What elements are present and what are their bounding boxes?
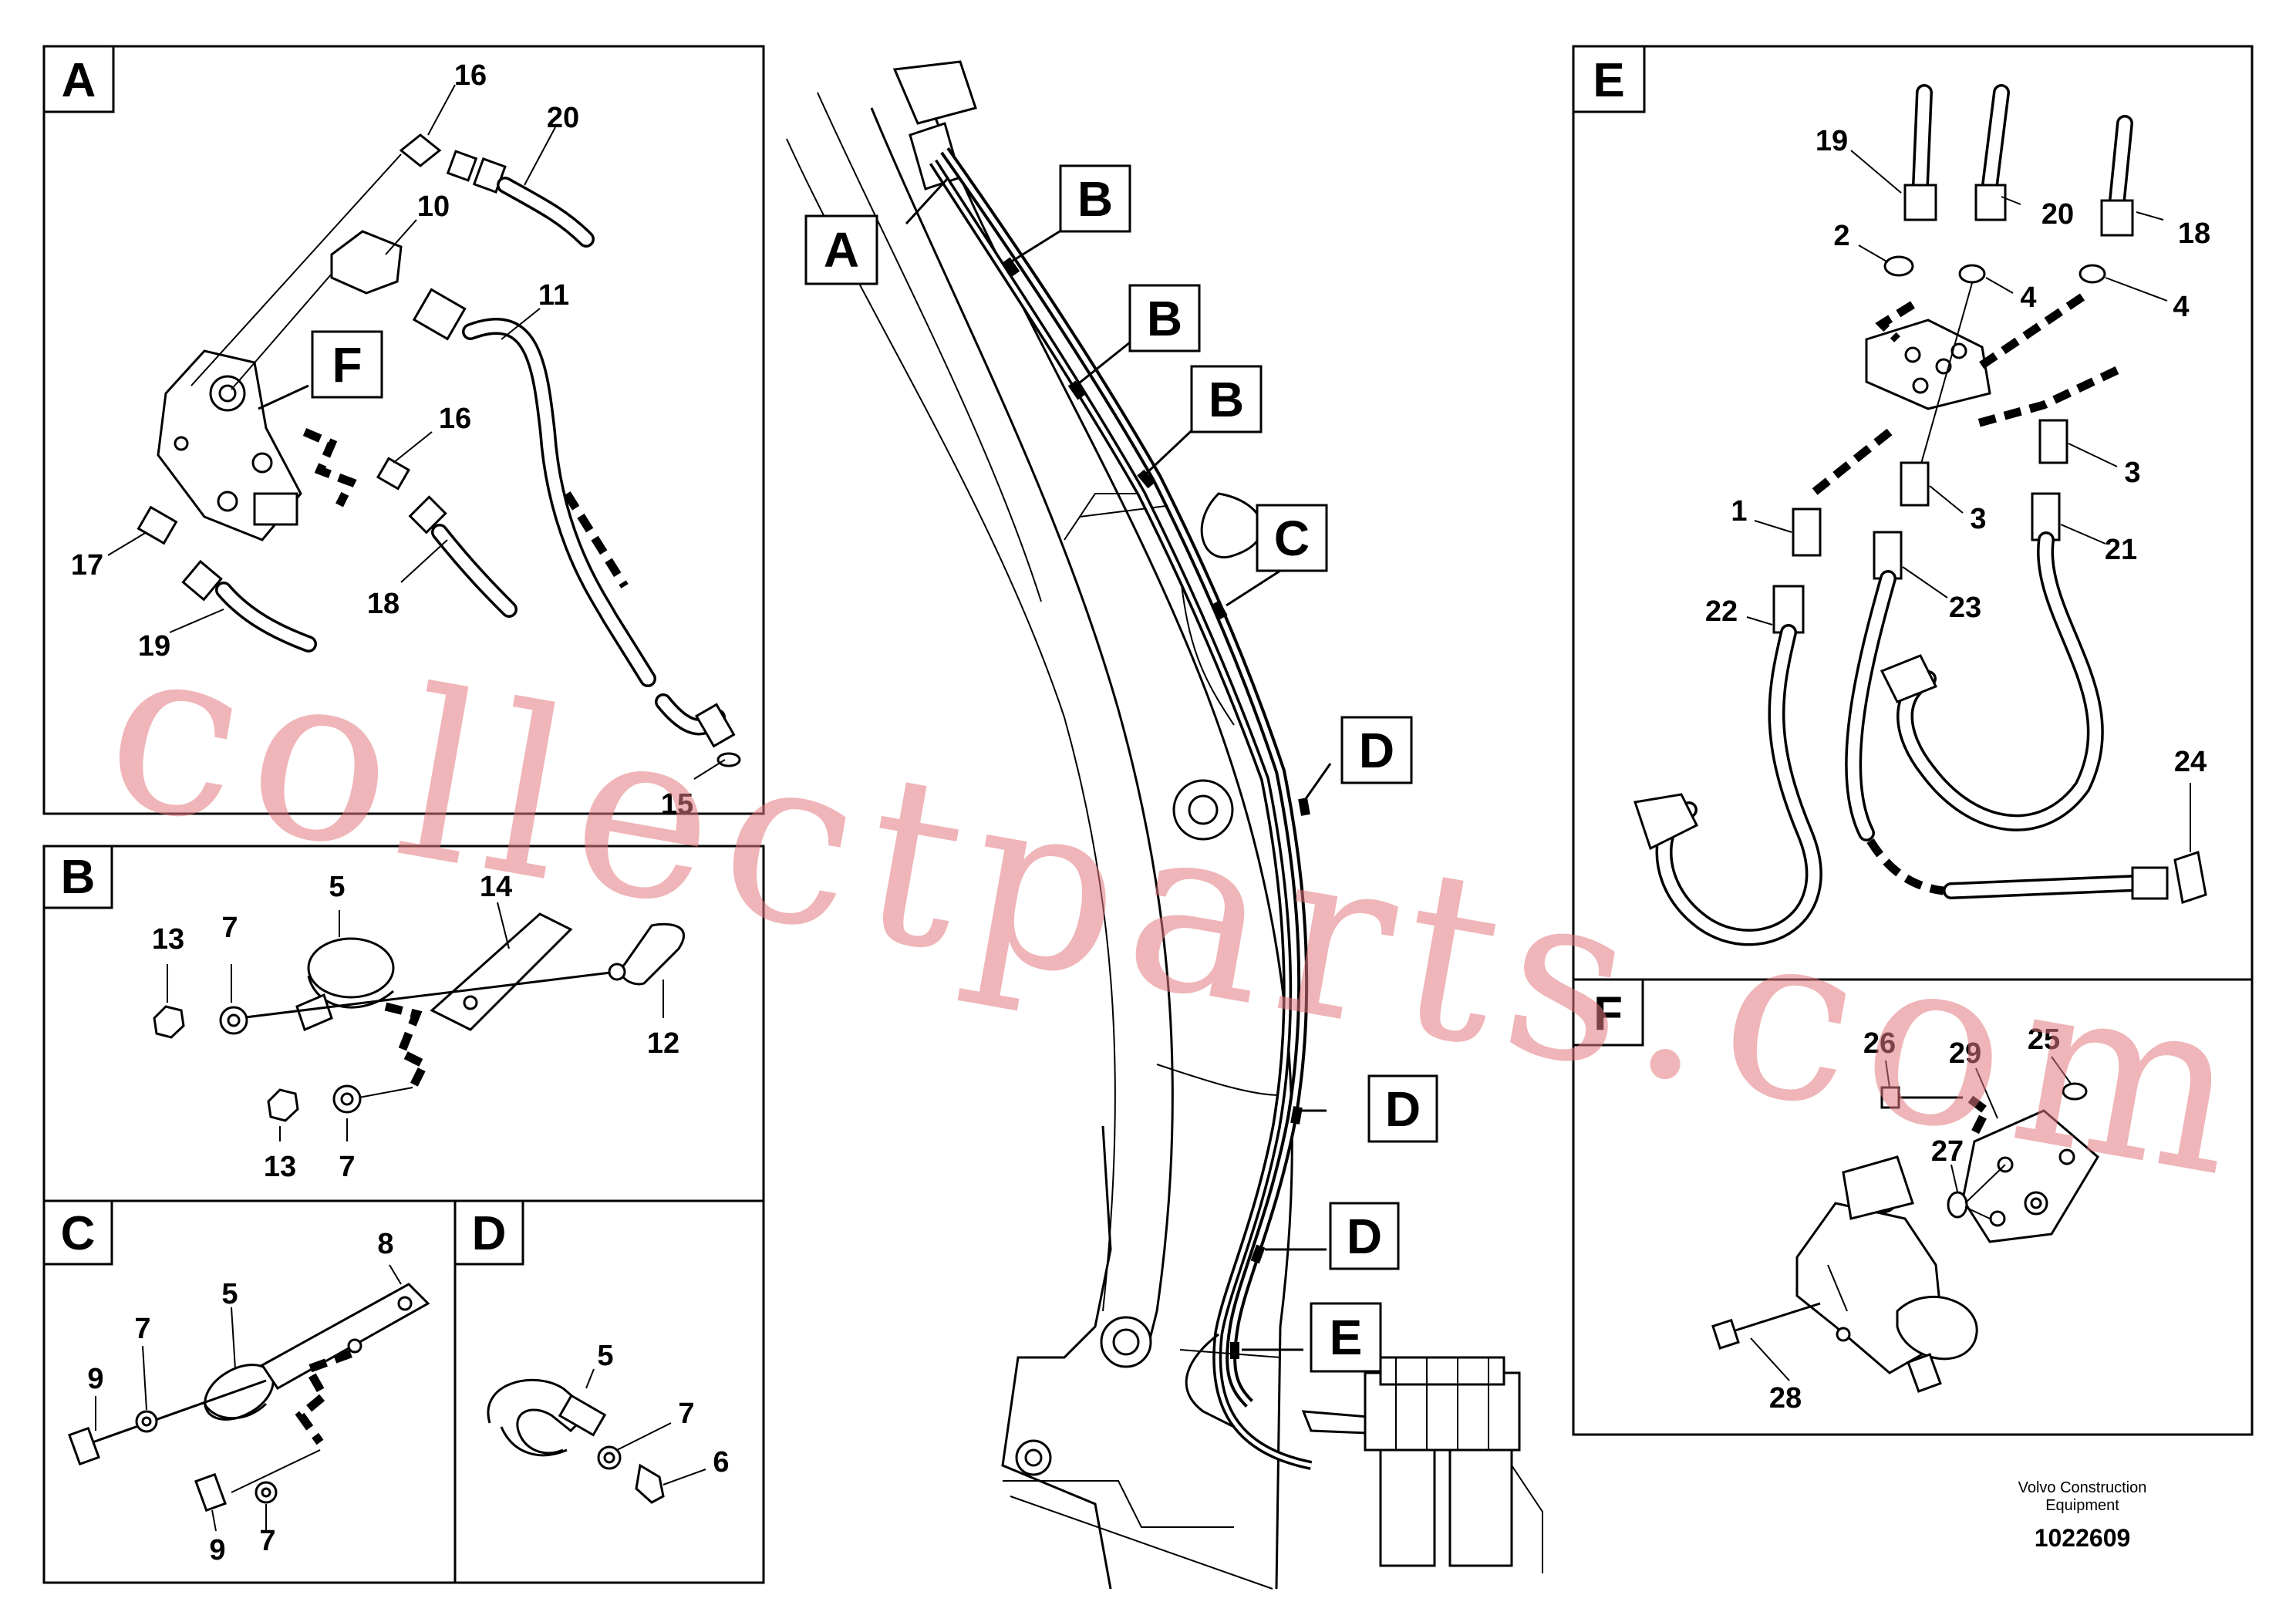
footer: Volvo Construction Equipment 1022609 — [2018, 1479, 2147, 1552]
part-number-c-7b: 7 — [259, 1525, 275, 1557]
part-number-b-13b: 13 — [264, 1151, 296, 1183]
part-number-c-5: 5 — [221, 1278, 238, 1310]
panel-f-part-numbers: 26 29 25 27 28 — [1769, 1023, 2060, 1415]
part-number-a-16: 16 — [454, 59, 487, 92]
panel-c-drawing — [68, 1264, 430, 1532]
part-number-f-27: 27 — [1931, 1135, 1964, 1168]
manufacturer-line-2: Equipment — [2045, 1497, 2119, 1514]
part-number-e-24: 24 — [2174, 746, 2207, 778]
part-number-a-10: 10 — [417, 191, 450, 223]
part-number-a-19: 19 — [138, 630, 170, 663]
boom-pointer-d2: D — [1385, 1081, 1421, 1137]
panel-a-part-numbers: 16 20 10 11 16 18 17 19 15 — [71, 59, 693, 821]
part-number-c-9b: 9 — [209, 1534, 225, 1566]
panel-e-drawing — [1633, 84, 2207, 946]
part-number-e-4b: 4 — [2173, 291, 2189, 323]
part-number-a-15: 15 — [661, 788, 693, 821]
panel-b-drawing — [153, 902, 685, 1141]
part-number-e-23: 23 — [1949, 592, 1981, 624]
panel-e-part-numbers: 19 20 18 2 4 4 1 3 3 21 22 23 24 — [1705, 125, 2210, 778]
part-number-b-5: 5 — [329, 871, 345, 903]
part-number-b-7b: 7 — [339, 1151, 355, 1183]
boom-drawing — [786, 60, 1543, 1590]
part-number-d-6: 6 — [713, 1446, 729, 1479]
part-number-c-8: 8 — [377, 1228, 393, 1260]
part-number-a-17: 17 — [71, 549, 103, 582]
panel-d-label: D — [472, 1207, 507, 1260]
part-number-e-21: 21 — [2105, 534, 2137, 566]
part-number-d-5: 5 — [597, 1340, 613, 1372]
panel-b-label: B — [61, 851, 96, 904]
part-number-e-20: 20 — [2041, 198, 2074, 231]
part-number-b-14: 14 — [480, 871, 512, 903]
part-number-f-29: 29 — [1949, 1037, 1981, 1070]
boom-pointer-labels: A B B B C D D D E — [804, 164, 1438, 1373]
panel-d-part-numbers: 5 7 6 — [597, 1340, 729, 1479]
pointer-f-box — [311, 330, 383, 399]
boom-pointer-b3: B — [1209, 372, 1244, 427]
part-number-b-13: 13 — [152, 923, 184, 956]
part-number-f-28: 28 — [1769, 1382, 1802, 1415]
panel-f-drawing — [1711, 1056, 2099, 1393]
part-number-b-7: 7 — [221, 912, 238, 944]
panel-e-label: E — [1593, 54, 1624, 107]
boom-pointer-a: A — [824, 222, 859, 278]
part-number-b-12: 12 — [647, 1027, 679, 1060]
drawing-number: 1022609 — [2035, 1524, 2131, 1552]
part-number-a-18: 18 — [367, 588, 400, 620]
part-number-a-20: 20 — [547, 102, 579, 134]
part-number-f-25: 25 — [2028, 1023, 2060, 1056]
manufacturer-line-1: Volvo Construction — [2018, 1479, 2147, 1496]
boom-pointer-d3: D — [1347, 1209, 1382, 1264]
panel-b-part-numbers: 5 14 13 7 12 13 7 — [152, 871, 679, 1183]
part-number-c-9: 9 — [87, 1363, 103, 1395]
panel-c-part-numbers: 8 5 9 7 9 7 — [87, 1228, 393, 1566]
pointer-f-label: F — [332, 337, 362, 393]
panel-d-drawing — [487, 1368, 706, 1504]
boom-pointer-b2: B — [1147, 291, 1182, 346]
panel-d-frame — [453, 1199, 765, 1584]
part-number-a-11: 11 — [538, 279, 569, 312]
panel-frames — [42, 45, 2254, 1584]
panel-f-frame — [1572, 978, 2254, 1436]
part-number-a-16b: 16 — [439, 403, 471, 435]
boom-pointer-b1: B — [1077, 171, 1113, 227]
part-number-e-18: 18 — [2178, 218, 2210, 250]
part-number-e-4: 4 — [2020, 282, 2036, 314]
part-number-f-26: 26 — [1863, 1027, 1896, 1060]
boom-pointer-c: C — [1274, 511, 1310, 566]
part-number-e-19: 19 — [1816, 125, 1848, 157]
section-labels: A B C D E F — [42, 45, 1646, 1266]
part-number-e-2: 2 — [1833, 220, 1849, 252]
panel-a-label: A — [62, 54, 96, 107]
boom-pointer-d1: D — [1359, 723, 1394, 778]
part-number-c-7: 7 — [134, 1313, 150, 1345]
panel-a-frame — [42, 45, 765, 815]
panel-a-drawing: F — [107, 84, 741, 780]
boom-pointer-e: E — [1330, 1310, 1363, 1365]
watermark: collectparts.com — [89, 588, 2272, 1230]
part-number-e-1: 1 — [1731, 495, 1747, 528]
part-number-d-7: 7 — [678, 1398, 694, 1430]
part-number-e-3b: 3 — [2124, 457, 2140, 489]
part-number-e-22: 22 — [1705, 595, 1738, 628]
panel-c-label: C — [61, 1207, 96, 1260]
panel-f-label: F — [1593, 987, 1623, 1040]
part-number-e-3: 3 — [1970, 503, 1986, 535]
